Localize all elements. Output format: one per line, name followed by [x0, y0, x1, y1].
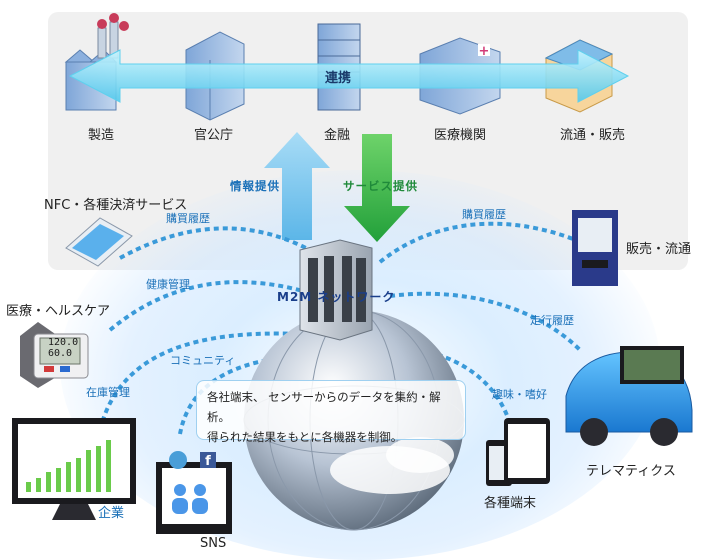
endpoint-label-sns: SNS [200, 536, 227, 551]
server-rack [299, 239, 373, 341]
arc-label-health: 健康管理 [146, 278, 190, 291]
description-line-2: 得られた結果をもとに各機器を制御。 [207, 430, 403, 444]
service-downward-arrow [344, 134, 410, 242]
tablet-device [65, 217, 133, 267]
arc-label-inventory: 在庫管理 [86, 386, 130, 399]
service-provision-label: サービス提供 [343, 179, 418, 193]
endpoint-label-enterprise: 企業 [98, 506, 125, 521]
network-arcs [98, 221, 591, 435]
endpoint-label-healthcare: 医療・ヘルスケア [6, 304, 111, 319]
bp-systolic: 120.0 [48, 337, 79, 348]
endpoint-label-devices: 各種端末 [484, 496, 537, 511]
arc-label-hobby: 趣味・嗜好 [492, 388, 547, 401]
sns-monitor: f [156, 451, 232, 534]
sector-label-medical: 医療機関 [434, 128, 487, 143]
vending-machine [572, 210, 618, 286]
sector-label-government: 官公庁 [194, 128, 234, 143]
blood-pressure-monitor [20, 322, 89, 388]
arc-label-driving: 走行履歴 [530, 314, 574, 327]
arc-label-purchase-left: 購買履歴 [166, 212, 210, 225]
collaboration-label: 連携 [325, 71, 352, 86]
svg-text:f: f [205, 454, 211, 469]
bp-readout: 120.0 60.0 [48, 337, 78, 359]
info-provision-label: 情報提供 [230, 179, 280, 193]
svg-text:+: + [479, 44, 490, 59]
sector-label-retail: 流通・販売 [560, 128, 626, 143]
m2m-network-label: M2M ネットワーク [277, 290, 396, 304]
endpoint-label-vending: 販売・流通 [626, 242, 692, 257]
enterprise-monitor [12, 418, 136, 520]
sector-label-finance: 金融 [324, 128, 351, 143]
mobile-devices [486, 418, 550, 486]
telematics-car [565, 346, 693, 446]
description-line-1: 各社端末、 センサーからのデータを集約・解析。 [207, 390, 441, 424]
description-box: 各社端末、 センサーからのデータを集約・解析。 得られた結果をもとに各機器を制御… [196, 380, 466, 444]
endpoint-label-nfc: NFC・各種決済サービス [44, 198, 188, 213]
arc-label-purchase-right: 購買履歴 [462, 208, 506, 221]
info-upward-arrow-shape [264, 132, 330, 240]
bp-diastolic: 60.0 [48, 348, 73, 359]
arc-label-community: コミュニティ [170, 354, 236, 367]
endpoint-label-telematics: テレマティクス [586, 464, 676, 479]
collaboration-band [68, 49, 630, 103]
sector-label-manufacturing: 製造 [88, 128, 115, 143]
